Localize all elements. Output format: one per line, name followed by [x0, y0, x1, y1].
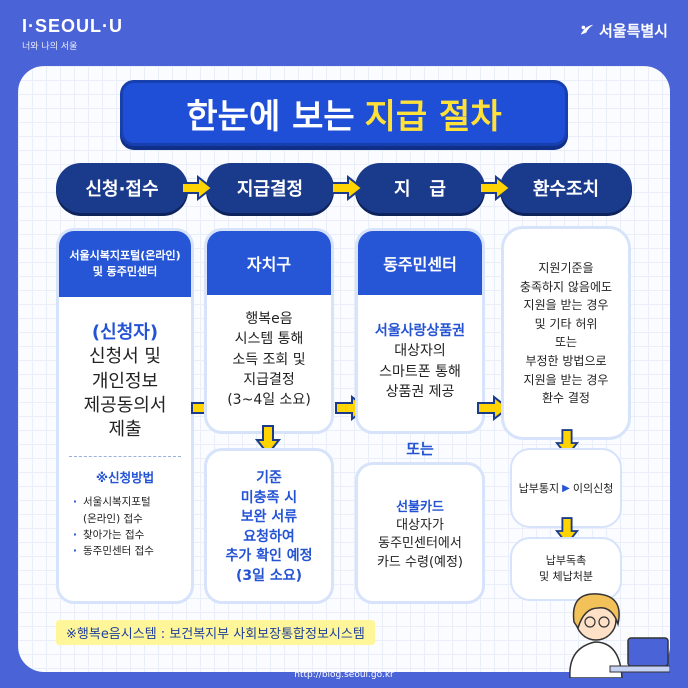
right-arrow-icon [180, 174, 214, 202]
title-part2: 지급 절차 [364, 96, 502, 137]
appeal-label: 이의신청 [572, 482, 614, 495]
divider [69, 456, 181, 458]
step-payment: 지 급 [355, 163, 485, 213]
district-supplement-text: 기준 미충족 시 보완 서류 요청하여 추가 확인 예정 (3일 소요) [225, 470, 313, 584]
recovery-card: 지원기준을 충족하지 않음에도 지원을 받는 경우 및 기타 허위 또는 부정한… [501, 226, 631, 440]
community-center-header: 동주민센터 [358, 231, 482, 295]
right-arrow-icon [330, 174, 364, 202]
notice-box: 납부통지 ▶ 이의신청 [510, 448, 622, 528]
enforcement-box: 납부독촉 및 체납처분 [510, 537, 622, 601]
recovery-text: 지원기준을 충족하지 않음에도 지원을 받는 경우 및 기타 허위 또는 부정한… [519, 261, 613, 406]
org-name: 서울특별시 [598, 22, 668, 40]
seoul-symbol-icon [580, 24, 594, 35]
district-supplement-card: 기준 미충족 시 보완 서류 요청하여 추가 확인 예정 (3일 소요) [204, 448, 334, 604]
notice-label: 납부통지 [518, 482, 560, 495]
blog-url[interactable]: http://blog.seoul.go.kr [294, 670, 394, 680]
community-center-text: 서울사랑상품권 대상자의 스마트폰 통해 상품권 제공 [358, 321, 482, 402]
district-card-header: 자치구 [207, 231, 331, 295]
list-item: 찾아가는 접수 [73, 527, 191, 544]
prepaid-card-text: 선불카드 대상자가 동주민센터에서 카드 수령(예정) [358, 499, 482, 572]
footnote: ※행복e음시스템 : 보건복지부 사회보장통합정보시스템 [56, 620, 375, 645]
community-center-card: 동주민센터 서울사랑상품권 대상자의 스마트폰 통해 상품권 제공 [355, 228, 485, 434]
right-arrow-icon [478, 174, 512, 202]
district-card-text: 행복e음 시스템 통해 소득 조회 및 지급결정 (3~4일 소요) [227, 311, 311, 409]
method-list: 서울시복지포털 (온라인) 접수 찾아가는 접수 동주민센터 접수 [73, 494, 191, 559]
list-item: 동주민센터 접수 [73, 543, 191, 560]
list-item: 서울시복지포털 (온라인) 접수 [73, 494, 191, 527]
prepaid-card-label: 선불카드 [396, 500, 444, 515]
person-at-computer-illustration [540, 578, 671, 679]
step-decision: 지급결정 [206, 163, 334, 213]
triangle-right-icon: ▶ [562, 482, 570, 494]
apply-documents: 신청서 및 개인정보 제공동의서 제출 [83, 346, 167, 441]
brand-tagline: 너와 나의 서울 [22, 42, 78, 52]
brand-logo: I·SEOUL·U [22, 16, 123, 36]
apply-card-header: 서울시복지포털(온라인) 및 동주민센터 [59, 231, 191, 297]
prepaid-card-desc: 대상자가 동주민센터에서 카드 수령(예정) [376, 518, 464, 570]
down-arrow-icon [254, 424, 282, 456]
seoul-city-logo: 서울특별시 [578, 20, 668, 41]
voucher-label: 서울사랑상품권 [374, 323, 466, 339]
step-recovery: 환수조치 [500, 163, 632, 213]
enforcement-label: 납부독촉 및 체납처분 [538, 553, 594, 584]
apply-card-text: (신청자) 신청서 및 개인정보 제공동의서 제출 [59, 321, 191, 442]
voucher-text: 대상자의 스마트폰 통해 상품권 제공 [379, 343, 461, 400]
step-apply: 신청·접수 [56, 163, 188, 213]
or-label: 또는 [406, 440, 434, 458]
applicant-label: (신청자) [91, 322, 159, 343]
brand: I·SEOUL·U 너와 나의 서울 [22, 16, 123, 52]
method-title: ※신청방법 [95, 470, 155, 486]
prepaid-card-box: 선불카드 대상자가 동주민센터에서 카드 수령(예정) [355, 462, 485, 604]
apply-card: 서울시복지포털(온라인) 및 동주민센터 (신청자) 신청서 및 개인정보 제공… [56, 228, 194, 604]
district-card: 자치구 행복e음 시스템 통해 소득 조회 및 지급결정 (3~4일 소요) [204, 228, 334, 434]
page-title: 한눈에 보는 지급 절차 [120, 80, 568, 146]
title-part1: 한눈에 보는 [186, 96, 355, 137]
